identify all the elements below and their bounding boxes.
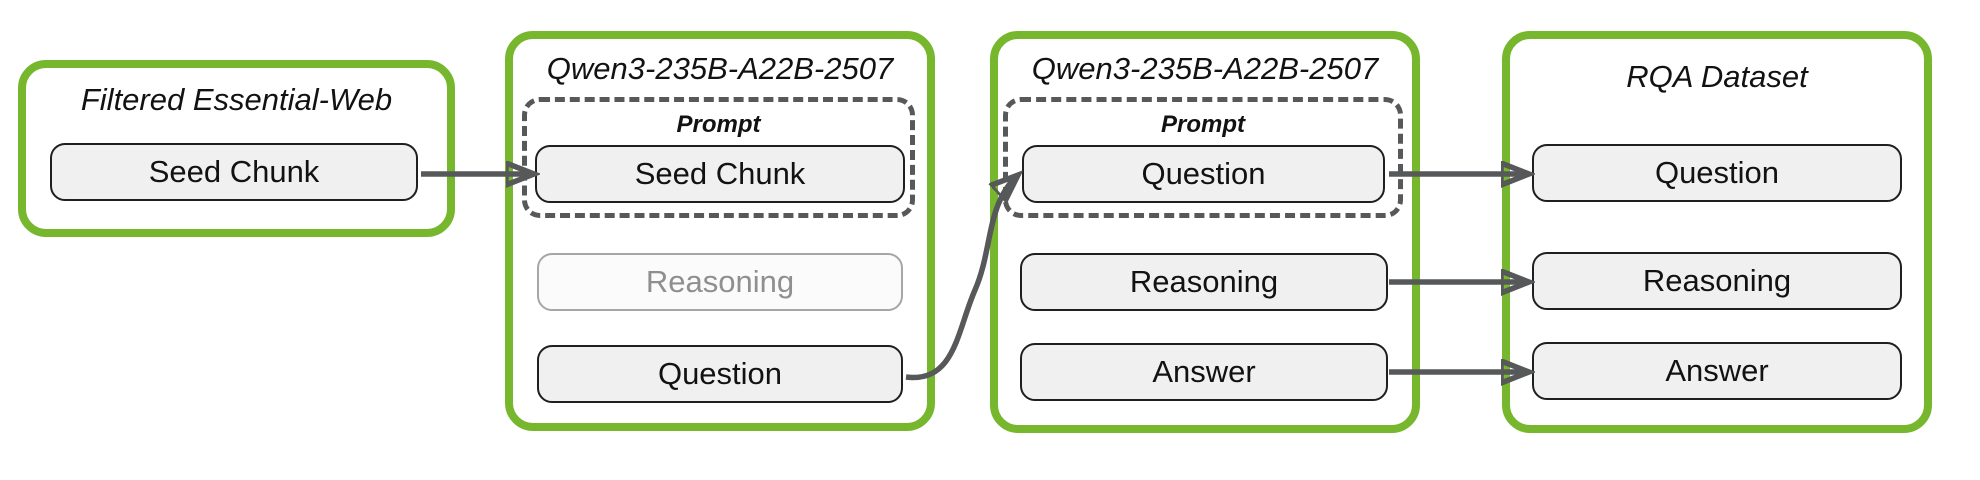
node-seed-chunk: Seed Chunk [535, 145, 905, 203]
group-filtered-essential-web: Filtered Essential-Web Seed Chunk [18, 60, 455, 237]
node-answer: Answer [1020, 343, 1388, 401]
group-qwen3-pass2: Qwen3-235B-A22B-2507 Prompt Question Rea… [990, 31, 1420, 433]
node-label: Question [1654, 155, 1780, 190]
node-label: Answer [1152, 354, 1256, 389]
node-reasoning-muted: Reasoning [537, 253, 903, 311]
node-label: Reasoning [645, 264, 795, 299]
node-label: Seed Chunk [634, 156, 806, 191]
node-reasoning: Reasoning [1020, 253, 1388, 311]
node-label: Question [657, 356, 783, 391]
node-question: Question [1022, 145, 1385, 203]
prompt-box: Prompt Seed Chunk [522, 97, 915, 218]
node-reasoning: Reasoning [1532, 252, 1902, 310]
node-seed-chunk: Seed Chunk [50, 143, 418, 201]
node-label: Question [1141, 156, 1266, 191]
node-label: Reasoning [1129, 264, 1279, 299]
group-title: RQA Dataset [1626, 59, 1808, 94]
group-rqa-dataset: RQA Dataset Question Reasoning Answer [1502, 31, 1932, 433]
node-question: Question [537, 345, 903, 403]
node-label: Answer [1665, 353, 1769, 388]
group-title: Qwen3-235B-A22B-2507 [1031, 51, 1379, 86]
group-title: Filtered Essential-Web [80, 82, 393, 117]
group-qwen3-pass1: Qwen3-235B-A22B-2507 Prompt Seed Chunk R… [505, 31, 935, 431]
group-title: Qwen3-235B-A22B-2507 [546, 51, 894, 86]
prompt-label: Prompt [1161, 111, 1245, 138]
node-question: Question [1532, 144, 1902, 202]
prompt-box: Prompt Question [1003, 97, 1403, 218]
node-label: Reasoning [1642, 263, 1792, 298]
node-label: Seed Chunk [148, 154, 320, 189]
prompt-label: Prompt [676, 111, 761, 138]
node-answer: Answer [1532, 342, 1902, 400]
